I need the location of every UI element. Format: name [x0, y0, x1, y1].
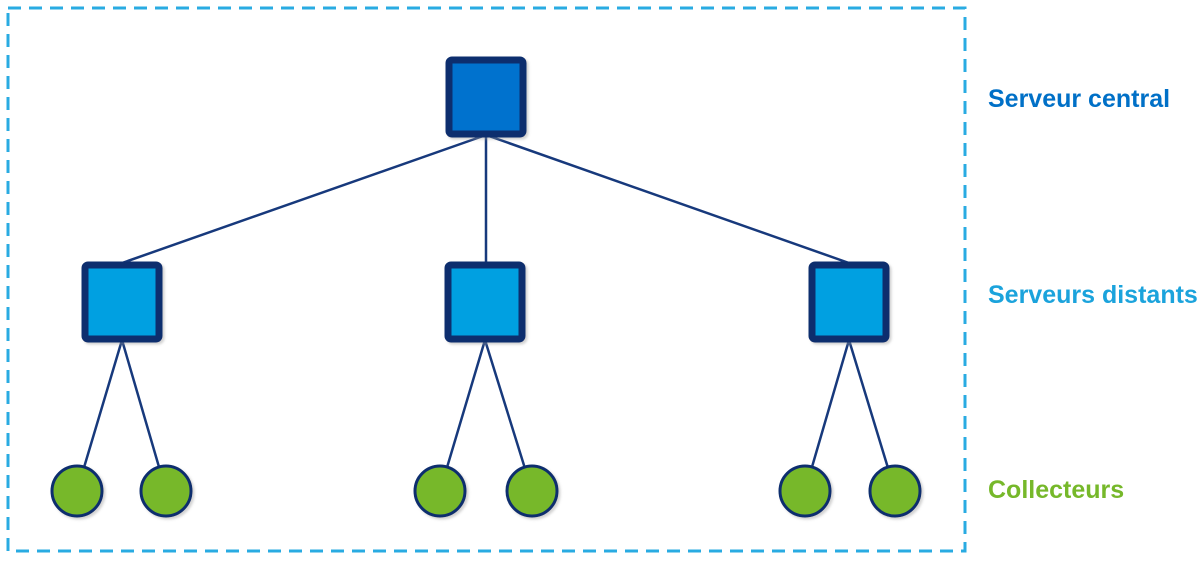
connector-line	[120, 133, 488, 265]
connector-line	[484, 133, 851, 265]
central-server-node	[445, 56, 527, 138]
collector-node-1	[50, 464, 104, 518]
dashed-frame	[6, 6, 967, 553]
central-server-label: Serveur central	[988, 85, 1171, 113]
collector-node-5	[778, 464, 832, 518]
remote-server-node-2	[444, 261, 526, 343]
remote-server-node-1	[81, 261, 163, 343]
collector-node-4	[505, 464, 559, 518]
collector-node-2	[139, 464, 193, 518]
remote-servers-label: Serveurs distants	[988, 281, 1198, 309]
collectors-label: Collecteurs	[988, 476, 1125, 504]
collector-node-6	[868, 464, 922, 518]
collector-node-3	[413, 464, 467, 518]
nodes	[50, 56, 922, 518]
remote-server-node-3	[808, 261, 890, 343]
